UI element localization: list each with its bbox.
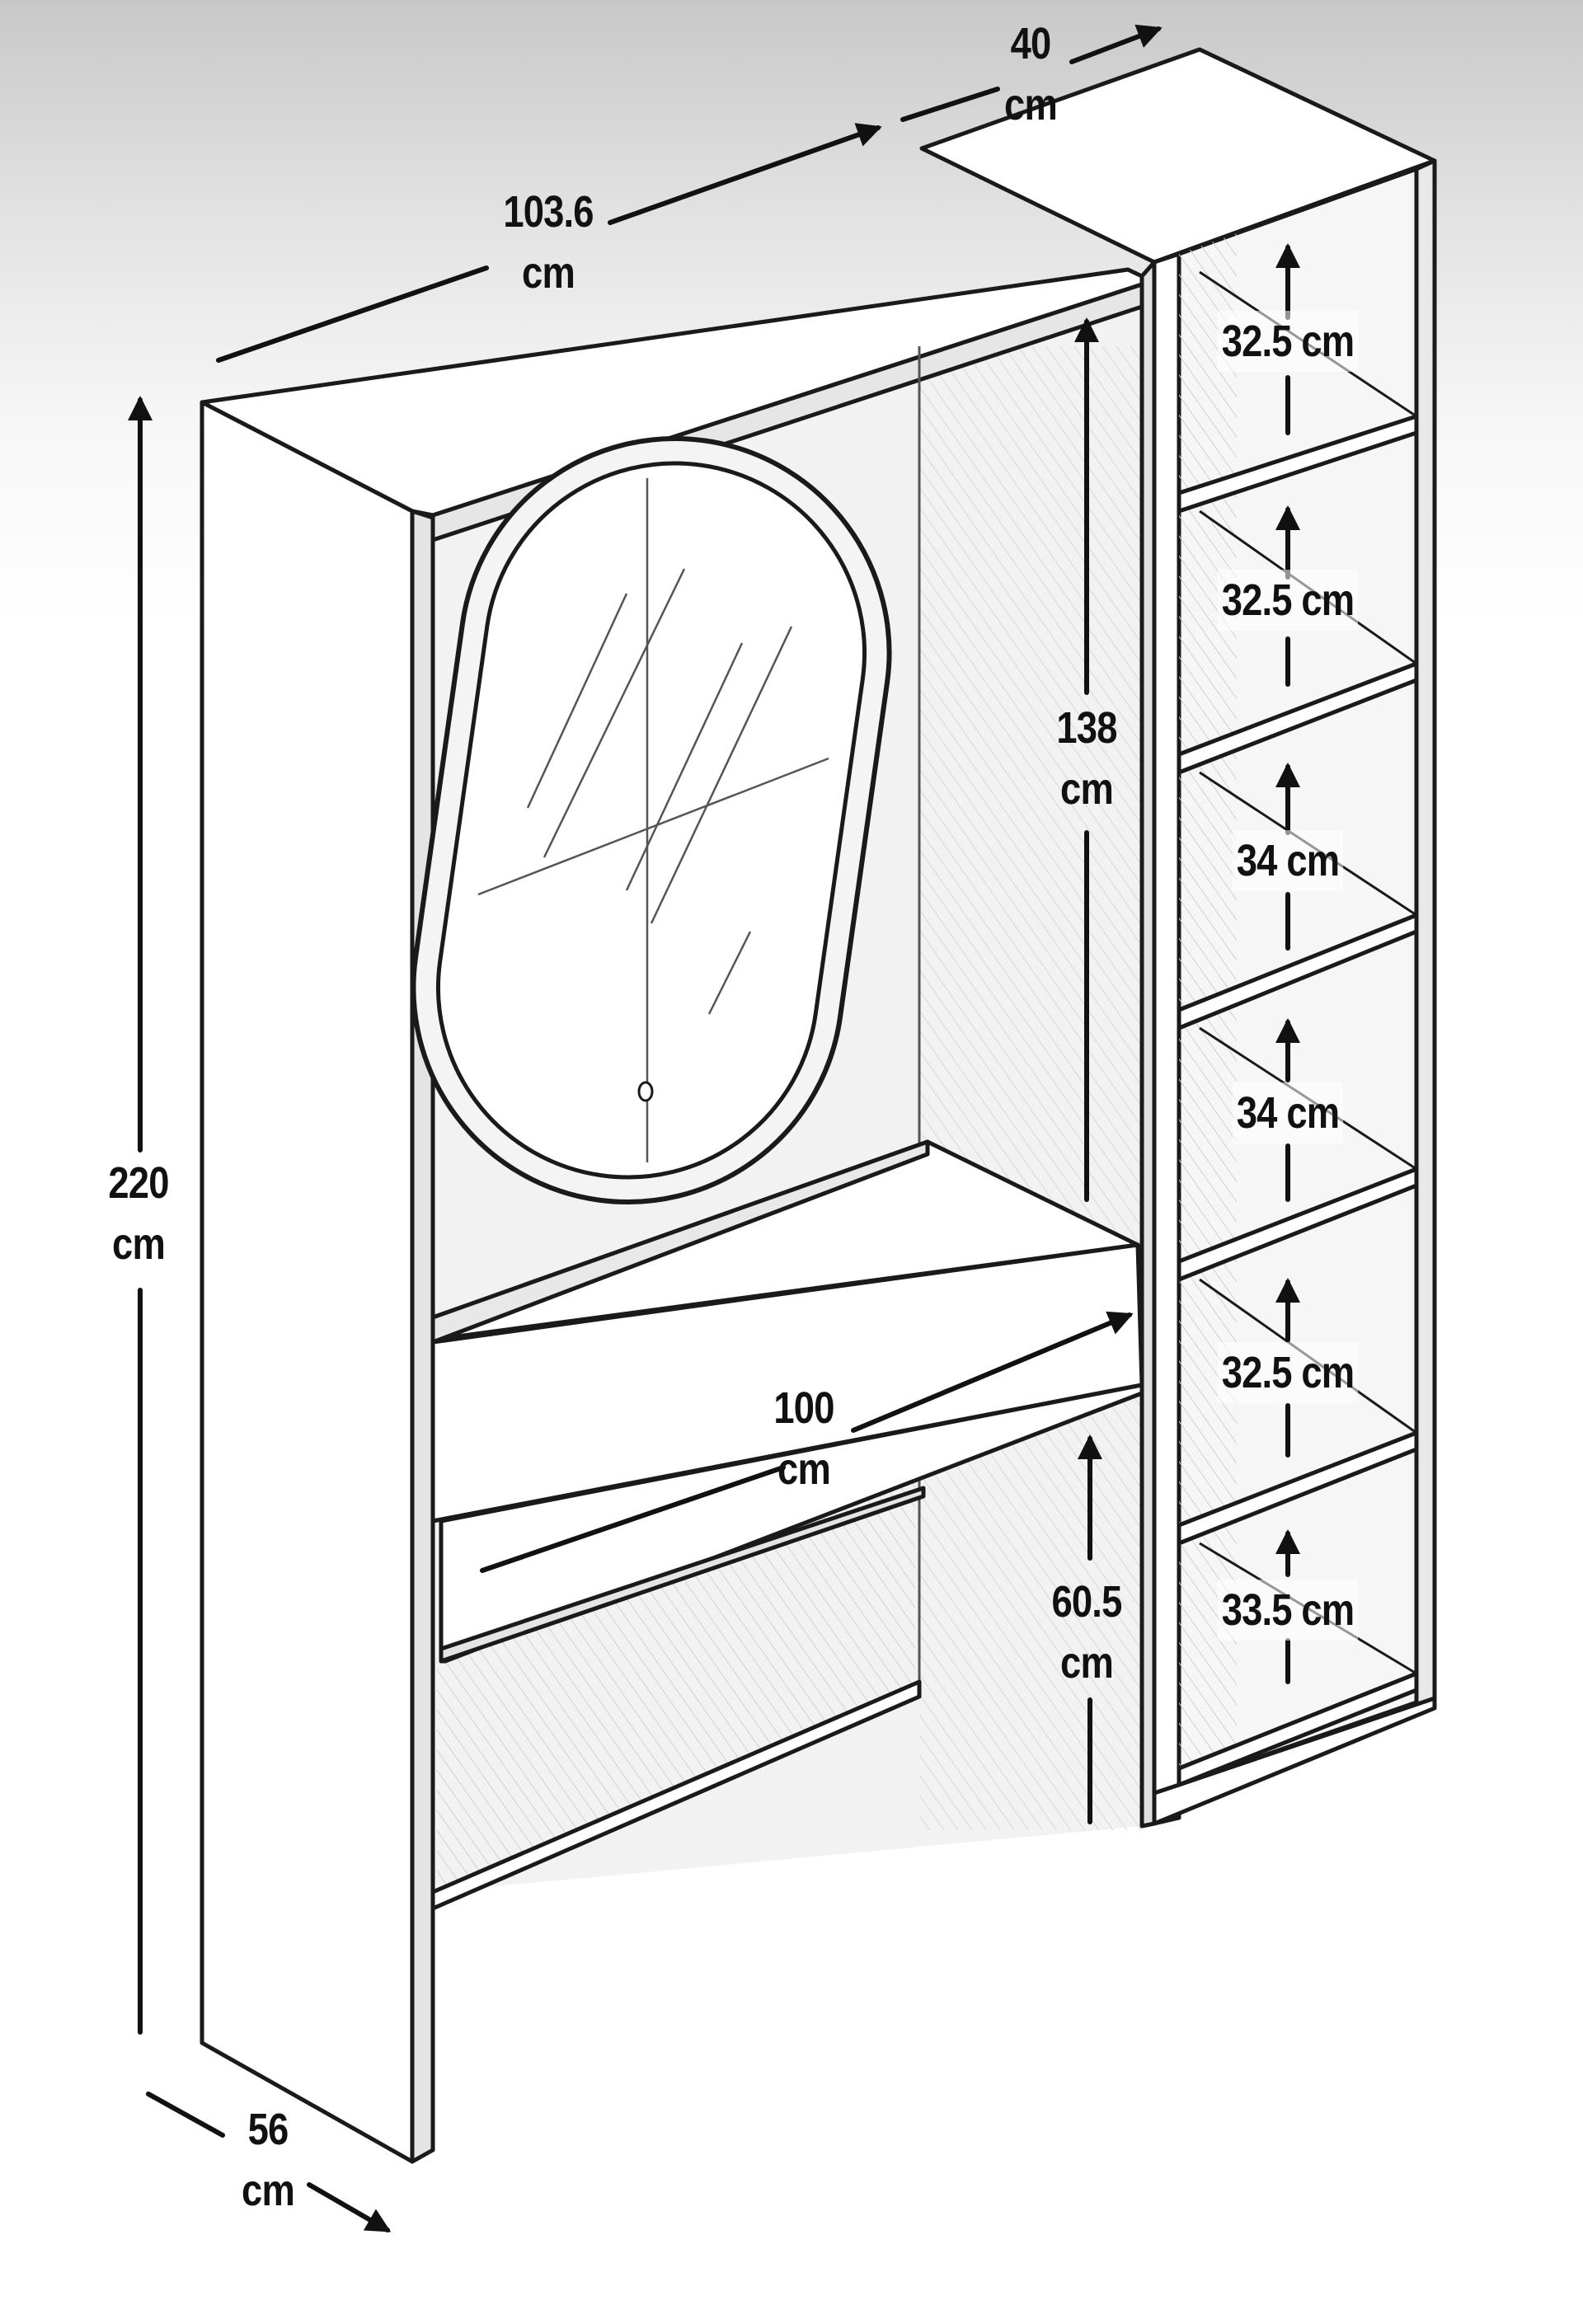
depth-dimension-line (307, 2182, 392, 2232)
column-depth-label: 40 cm (1004, 19, 1058, 129)
desk-width-label: 100 cm (773, 1383, 834, 1494)
shelf-height-label: 33.5 cm (1217, 1580, 1359, 1641)
shelf-board (1177, 414, 1419, 514)
drawer-bottom-edge (439, 1486, 926, 1664)
shelf-board (1177, 661, 1419, 775)
mirror-height-label: 138 cm (1056, 703, 1117, 814)
lower-shelf (430, 1679, 922, 1911)
desk-top-edge (430, 1139, 930, 1345)
under-desk-shadow (437, 1467, 915, 1888)
column-depth-dimension-line (900, 87, 1000, 122)
column-right-board (1414, 158, 1437, 1711)
desk (430, 1139, 1144, 1664)
column-shelves (1177, 270, 1419, 1787)
shelf-board (1177, 913, 1419, 1031)
column-bottom-board (1152, 1696, 1437, 1826)
shelf-height-label: 34 cm (1232, 830, 1344, 891)
desk-width-dimension-line (851, 1311, 1134, 1433)
shelf-height-label: 34 cm (1232, 1082, 1344, 1143)
depth-dimension-line (146, 2092, 225, 2138)
led-touch-button-icon[interactable] (637, 1081, 654, 1102)
shelf-height-label: 32.5 cm (1217, 1342, 1359, 1403)
top-width-dimension-line (608, 123, 882, 225)
column-left-board (1152, 251, 1181, 1826)
desk-height-label: 60.5 cm (1051, 1577, 1123, 1688)
back-wall-hatch (919, 346, 1142, 1830)
oval-mirror (411, 435, 892, 1205)
shelf-height-label: 32.5 cm (1217, 311, 1359, 372)
shelf-board (1177, 1167, 1419, 1282)
left-side-panel (200, 400, 415, 2164)
left-panel-edge (410, 509, 435, 2164)
shelf-board (1177, 1671, 1419, 1787)
top-width-dimension-line (216, 265, 489, 363)
desk-width-dimension-line (480, 1465, 786, 1573)
dimension-lines (128, 24, 1300, 2232)
depth-label: 56 cm (242, 2105, 295, 2215)
shelf-height-label: 32.5 cm (1217, 570, 1359, 631)
total-height-label: 220 cm (108, 1158, 169, 1269)
shelf-board (1177, 1430, 1419, 1546)
column-depth-dimension-line (1069, 24, 1163, 64)
top-width-label: 103.6 cm (503, 187, 594, 298)
